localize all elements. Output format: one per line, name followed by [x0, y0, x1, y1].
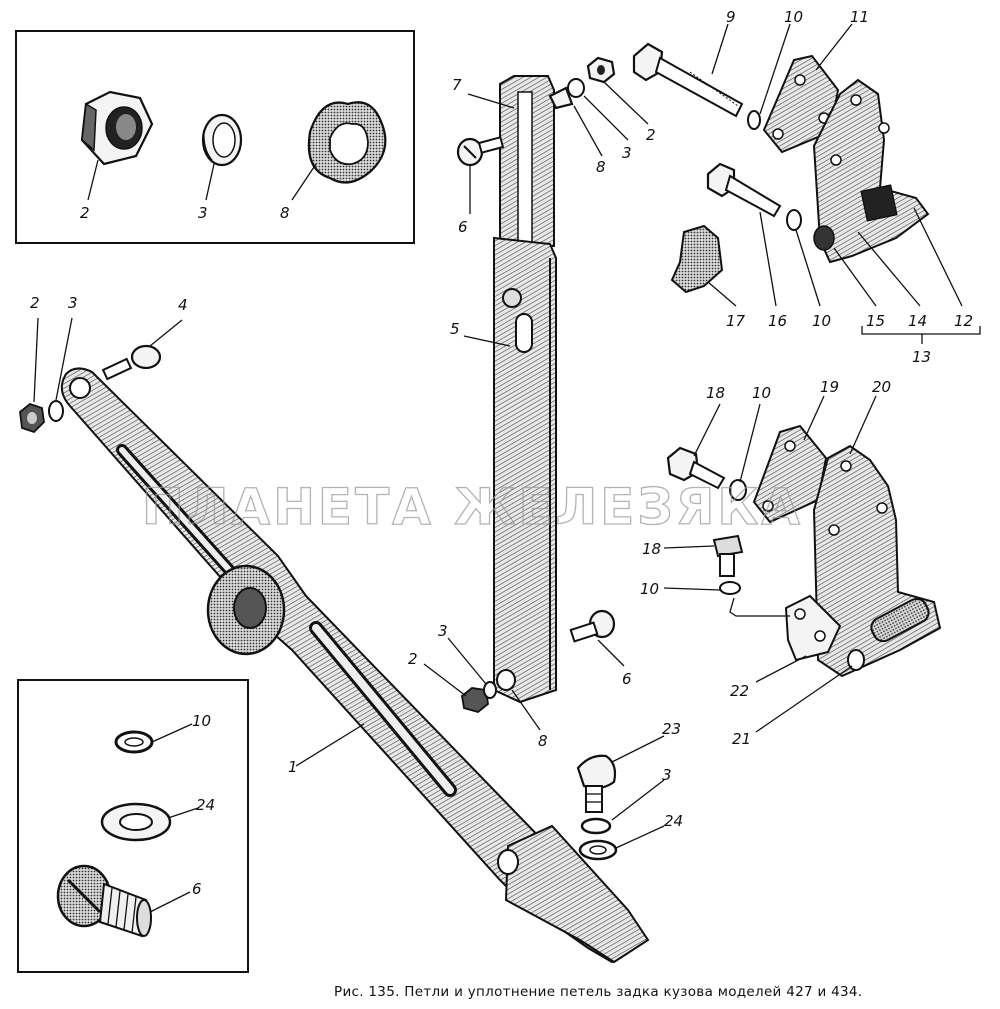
- label-inset-2: 2: [80, 204, 90, 222]
- washer-24-bottom-icon: [578, 839, 618, 861]
- inset-top-box: 2 3 8: [15, 30, 415, 244]
- label-19: 19: [820, 378, 839, 396]
- label-col-6: 6: [458, 218, 468, 236]
- label-arm-4: 4: [178, 296, 188, 314]
- telescopic-stay: [493, 75, 557, 704]
- washer-10-lower-icon: [729, 479, 747, 501]
- label-arm-2: 2: [30, 294, 40, 312]
- screw-6-inset-icon: [56, 864, 152, 938]
- label-21: 21: [732, 730, 751, 748]
- label-9: 9: [726, 8, 736, 26]
- washer-10-mid-icon: [786, 209, 802, 231]
- label-17: 17: [726, 312, 746, 330]
- label-arm-1: 1: [288, 758, 298, 776]
- washer-10-lower2-icon: [719, 581, 741, 595]
- label-inset-6: 6: [192, 880, 202, 898]
- bolt-18b-icon: [712, 534, 744, 577]
- rubber-seal-icon: [307, 101, 387, 184]
- hinge-plate-19-icon: [752, 424, 828, 524]
- hinge-20-icon: [784, 444, 942, 678]
- label-col-6b: 6: [622, 670, 632, 688]
- bolt-23-icon: [576, 754, 617, 813]
- label-15: 15: [866, 312, 885, 330]
- screw-6-top-icon: [456, 136, 505, 167]
- label-10b: 10: [812, 312, 831, 330]
- label-24: 24: [664, 812, 683, 830]
- inset-bottom-box: 10 24 6: [17, 679, 249, 973]
- label-col-8: 8: [596, 158, 606, 176]
- label-inset-24: 24: [196, 796, 215, 814]
- label-col-3b: 3: [438, 622, 448, 640]
- label-col-2b: 2: [408, 650, 418, 668]
- washer-10-top-icon: [747, 110, 761, 130]
- label-3c: 3: [662, 766, 672, 784]
- hinge-plate-11-icon: [762, 54, 840, 154]
- label-col-2: 2: [646, 126, 656, 144]
- hinge-12-icon: [812, 78, 930, 264]
- label-13: 13: [912, 348, 931, 366]
- bolt-9-icon: [632, 42, 744, 118]
- label-14: 14: [908, 312, 927, 330]
- bolt-16-icon: [706, 162, 782, 218]
- label-col-3: 3: [622, 144, 632, 162]
- label-inset-3: 3: [198, 204, 208, 222]
- washer-3-left-icon: [48, 400, 64, 422]
- column-bottom-fasteners: [461, 669, 516, 713]
- bolt-18-icon: [666, 446, 726, 490]
- column-top-fasteners: [548, 56, 616, 110]
- label-inset-10: 10: [192, 712, 211, 730]
- nut-icon: [80, 90, 154, 166]
- hinge-arm: [60, 367, 650, 964]
- washer-3-bottom-icon: [580, 817, 612, 835]
- label-18: 18: [706, 384, 725, 402]
- block-17-icon: [670, 224, 724, 294]
- label-arm-3: 3: [68, 294, 78, 312]
- label-16: 16: [768, 312, 787, 330]
- flat-washer-24-icon: [100, 802, 172, 842]
- screw-4-icon: [101, 344, 162, 381]
- pin-15-icon: [813, 225, 835, 251]
- spring-washer-icon: [201, 113, 243, 167]
- label-18b: 18: [642, 540, 661, 558]
- figure-caption: Рис. 135. Петли и уплотнение петель задк…: [334, 984, 863, 1000]
- label-22: 22: [730, 682, 749, 700]
- label-col-7: 7: [452, 76, 462, 94]
- label-12: 12: [954, 312, 973, 330]
- nut-2-left-icon: [19, 402, 45, 434]
- label-inset-8: 8: [280, 204, 290, 222]
- label-11: 11: [850, 8, 869, 26]
- label-col-8b: 8: [538, 732, 548, 750]
- label-col-5: 5: [450, 320, 460, 338]
- label-20: 20: [872, 378, 891, 396]
- watermark: ПЛАНЕТА ЖЕЛЕЗЯКА: [142, 478, 803, 536]
- label-10c: 10: [752, 384, 771, 402]
- screw-6-bottom-icon: [569, 609, 616, 643]
- label-10a: 10: [784, 8, 803, 26]
- label-10d: 10: [640, 580, 659, 598]
- label-23: 23: [662, 720, 681, 738]
- spring-washer-10-icon: [114, 730, 154, 754]
